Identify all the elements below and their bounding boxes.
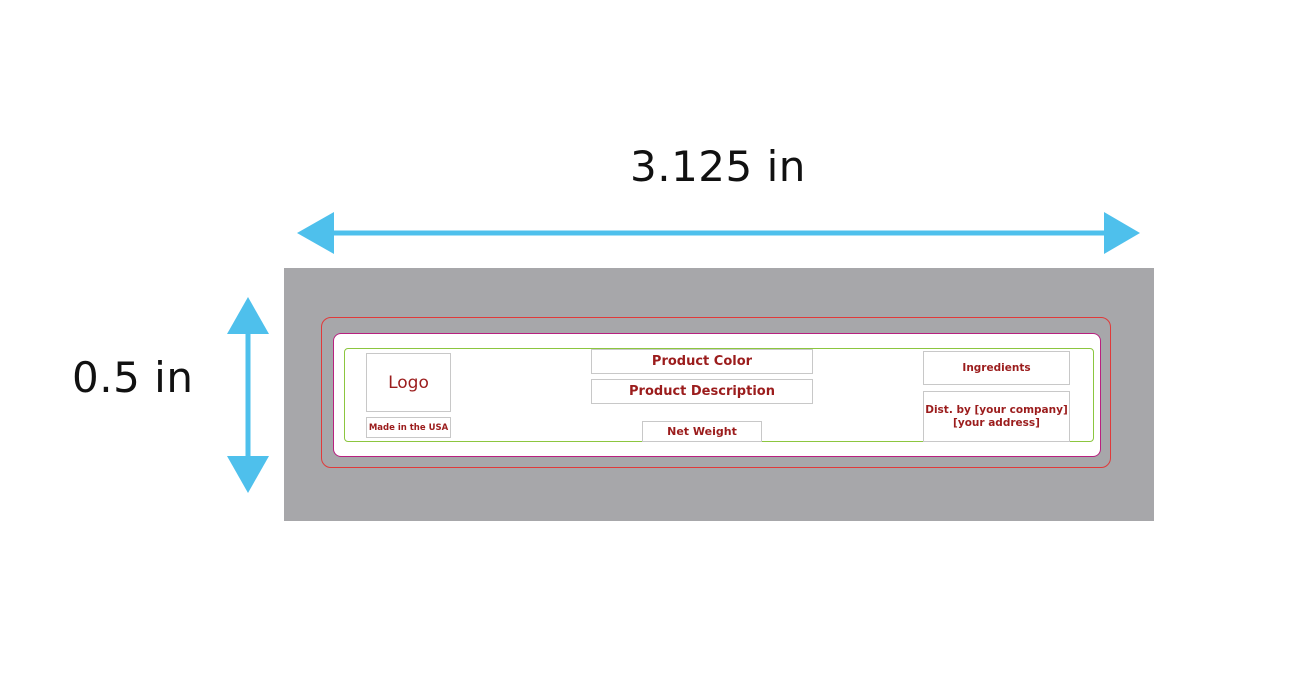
- logo-placeholder: Logo: [366, 353, 451, 412]
- height-arrow-head-bottom: [227, 456, 269, 493]
- bleed-line: [321, 317, 1111, 468]
- distributor-company-text: Dist. by [your company]: [925, 403, 1068, 416]
- label-background-board: Logo Made in the USA Product Color Produ…: [284, 268, 1154, 521]
- product-description-field: Product Description: [591, 379, 813, 404]
- ingredients-field: Ingredients: [923, 351, 1070, 385]
- distributor-address-text: [your address]: [953, 416, 1040, 429]
- net-weight-field: Net Weight: [642, 421, 762, 442]
- height-arrow-head-top: [227, 297, 269, 334]
- width-arrow-head-right: [1104, 212, 1140, 254]
- width-dimension-label: 3.125 in: [630, 142, 806, 191]
- distributor-field: Dist. by [your company] [your address]: [923, 391, 1070, 442]
- width-arrow: [297, 212, 1140, 254]
- product-color-field: Product Color: [591, 349, 813, 374]
- height-dimension-label: 0.5 in: [72, 353, 194, 402]
- height-arrow: [227, 297, 269, 493]
- made-in-usa-field: Made in the USA: [366, 417, 451, 438]
- width-arrow-head-left: [297, 212, 334, 254]
